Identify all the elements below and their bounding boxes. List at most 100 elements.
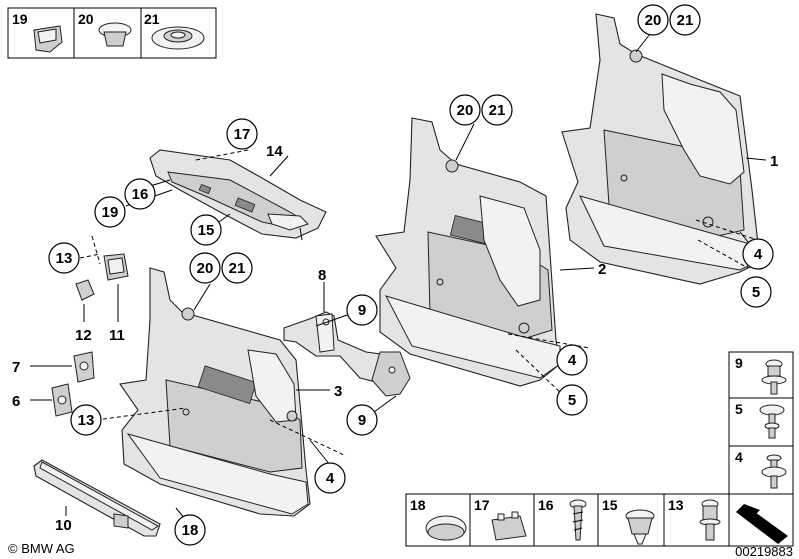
callout-20-front: 20 (189, 252, 221, 284)
leader-17 (195, 149, 249, 161)
leader-20-rear (635, 33, 651, 53)
callout-13-bottom-label: 13 (78, 412, 95, 429)
callout-15: 15 (190, 214, 222, 246)
pillar-trim-14 (149, 149, 327, 241)
label-8: 8 (318, 267, 326, 284)
callout-20-mid: 20 (449, 94, 481, 126)
callout-13-bottom: 13 (70, 404, 102, 436)
callout-9-bottom-label: 9 (358, 412, 366, 429)
leader-13-bottom (95, 407, 187, 421)
callout-5-rear: 5 (740, 276, 772, 308)
leader-9-top (315, 313, 351, 327)
screw-16-icon (569, 499, 587, 541)
trim-panel-2 (375, 117, 591, 387)
label-10: 10 (55, 517, 72, 534)
leader-1 (745, 157, 767, 161)
bolt-9-icon (761, 359, 787, 395)
callout-20-rear: 20 (637, 4, 669, 36)
clip-7 (73, 351, 95, 383)
clip-4-icon (761, 454, 787, 489)
clip-21-icon (151, 26, 205, 50)
leader-13-top-b (91, 235, 101, 265)
leader-5-top (697, 239, 749, 269)
grommet-19-icon (33, 25, 63, 53)
callout-21-mid-label: 21 (489, 102, 506, 119)
legend-label-13: 13 (668, 497, 684, 513)
legend-label-9: 9 (735, 355, 743, 371)
callout-21-mid: 21 (481, 94, 513, 126)
legend-box-top: 19 20 21 (7, 7, 217, 59)
legend-label-15: 15 (602, 497, 618, 513)
label-7: 7 (12, 359, 20, 376)
legend-label-20: 20 (78, 11, 94, 27)
callout-16-label: 16 (132, 186, 149, 203)
direction-arrow-icon (736, 504, 788, 544)
callout-4-mid: 4 (556, 344, 588, 376)
callout-20-front-label: 20 (197, 260, 214, 277)
callout-4-rear-label: 4 (754, 246, 763, 263)
leader-2 (559, 267, 595, 271)
leader-9-bottom (373, 395, 397, 413)
callout-21-rear-label: 21 (677, 12, 694, 29)
callout-20-mid-label: 20 (457, 102, 474, 119)
leader-14 (269, 155, 289, 177)
legend-box-right: 9 5 4 (728, 351, 794, 495)
cap-20-icon (98, 22, 132, 47)
legend-label-4: 4 (735, 449, 743, 465)
label-1: 1 (770, 153, 778, 170)
trim-panel-1 (561, 13, 765, 285)
legend-label-17: 17 (474, 497, 490, 513)
legend-box-bottom: 18 17 16 15 13 (405, 493, 794, 547)
callout-16: 16 (124, 178, 156, 210)
callout-4-front: 4 (314, 462, 346, 494)
label-3: 3 (334, 383, 342, 400)
callout-19: 19 (94, 196, 126, 228)
clip-15-icon (625, 509, 655, 545)
rivet-13-icon (699, 499, 721, 541)
label-2: 2 (598, 261, 606, 278)
leader-20-mid (455, 123, 475, 161)
callout-18-label: 18 (182, 522, 199, 539)
label-12: 12 (75, 327, 92, 344)
callout-9-top-label: 9 (358, 302, 366, 319)
trim-panel-3 (119, 267, 347, 517)
callout-17-label: 17 (234, 126, 251, 143)
callout-15-label: 15 (198, 222, 215, 239)
clip-5-icon (759, 404, 785, 439)
label-11: 11 (109, 327, 125, 344)
leader-16 (149, 179, 171, 187)
callout-13-top-label: 13 (56, 250, 73, 267)
callout-21-front-label: 21 (229, 260, 246, 277)
callout-17: 17 (226, 118, 258, 150)
legend-label-19: 19 (12, 11, 28, 27)
legend-label-16: 16 (538, 497, 554, 513)
diagram-number: 00219883 (735, 544, 793, 559)
callout-19-label: 19 (102, 204, 119, 221)
legend-label-18: 18 (410, 497, 426, 513)
callout-5-rear-label: 5 (752, 284, 760, 301)
callout-21-front: 21 (221, 252, 253, 284)
cap-12 (75, 279, 95, 301)
callout-4-mid-label: 4 (568, 352, 577, 369)
cover-11 (103, 253, 129, 281)
callout-4-rear: 4 (742, 238, 774, 270)
sill-strip-10 (33, 459, 161, 537)
label-14: 14 (266, 143, 283, 160)
callout-21-rear: 21 (669, 4, 701, 36)
callout-9-top: 9 (346, 294, 378, 326)
clip-6 (51, 383, 73, 417)
callout-13-top: 13 (48, 242, 80, 274)
cap-18-icon (425, 515, 467, 541)
callout-5-mid: 5 (556, 384, 588, 416)
legend-label-21: 21 (144, 11, 160, 27)
callout-20-rear-label: 20 (645, 12, 662, 29)
callout-4-front-label: 4 (326, 470, 335, 487)
label-6: 6 (12, 393, 20, 410)
callout-9-bottom: 9 (346, 404, 378, 436)
copyright-text: © BMW AG (8, 541, 75, 556)
callout-5-mid-label: 5 (568, 392, 576, 409)
callout-18: 18 (174, 514, 206, 546)
legend-label-5: 5 (735, 401, 743, 417)
cover-17-icon (491, 511, 527, 541)
